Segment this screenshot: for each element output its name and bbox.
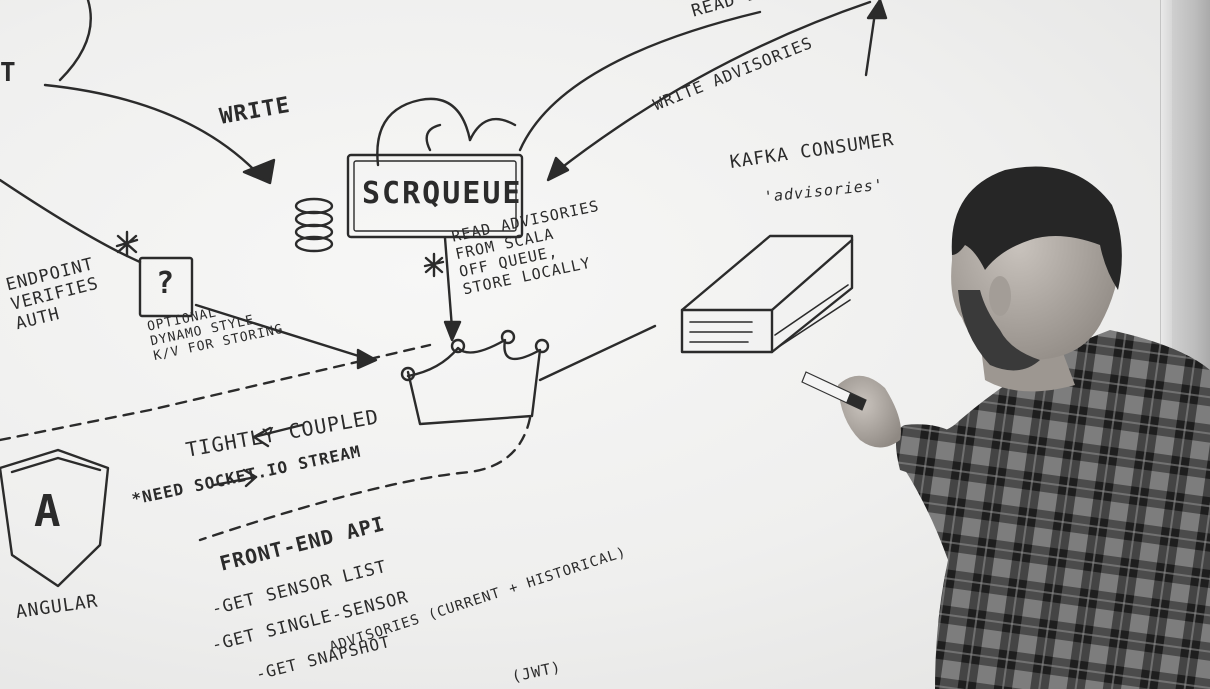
ear: [989, 276, 1011, 316]
left-fragment: T: [0, 58, 17, 88]
angular-shield: [0, 448, 110, 588]
hand: [838, 375, 901, 448]
write-arrow-head: [242, 158, 276, 185]
write-arrow-line: [43, 83, 264, 180]
optional-to-crown-line: [194, 303, 367, 360]
person: [801, 166, 1210, 689]
hair: [951, 166, 1122, 290]
plaid-shirt: [902, 330, 1210, 689]
top-left-curve: [58, 0, 92, 82]
angular-letter: A: [34, 486, 62, 537]
crown-shape: [406, 338, 542, 426]
star-icon: [115, 230, 139, 258]
dashed-connector-lower: [198, 416, 532, 542]
left-arrow: [252, 423, 304, 439]
kafka-box: [680, 234, 854, 354]
queue-to-crown-line: [443, 236, 454, 330]
queue-label: SCRQUEUE: [362, 176, 523, 211]
right-arrow: [212, 475, 258, 487]
up-arrow-head: [866, 0, 888, 20]
raised-arm: [896, 424, 975, 480]
queue-cloud: [376, 97, 472, 167]
question-box: [138, 256, 194, 318]
optional-arrow-head: [356, 348, 378, 370]
queue-box: [346, 153, 524, 239]
write-advisories-head: [546, 156, 570, 182]
question-mark: ?: [156, 266, 176, 301]
beard: [958, 290, 1040, 371]
dashed-connector: [0, 343, 432, 442]
crown-to-kafka-line: [538, 324, 657, 382]
write-advisories-line: [554, 0, 872, 174]
read-events-line: [518, 10, 762, 152]
